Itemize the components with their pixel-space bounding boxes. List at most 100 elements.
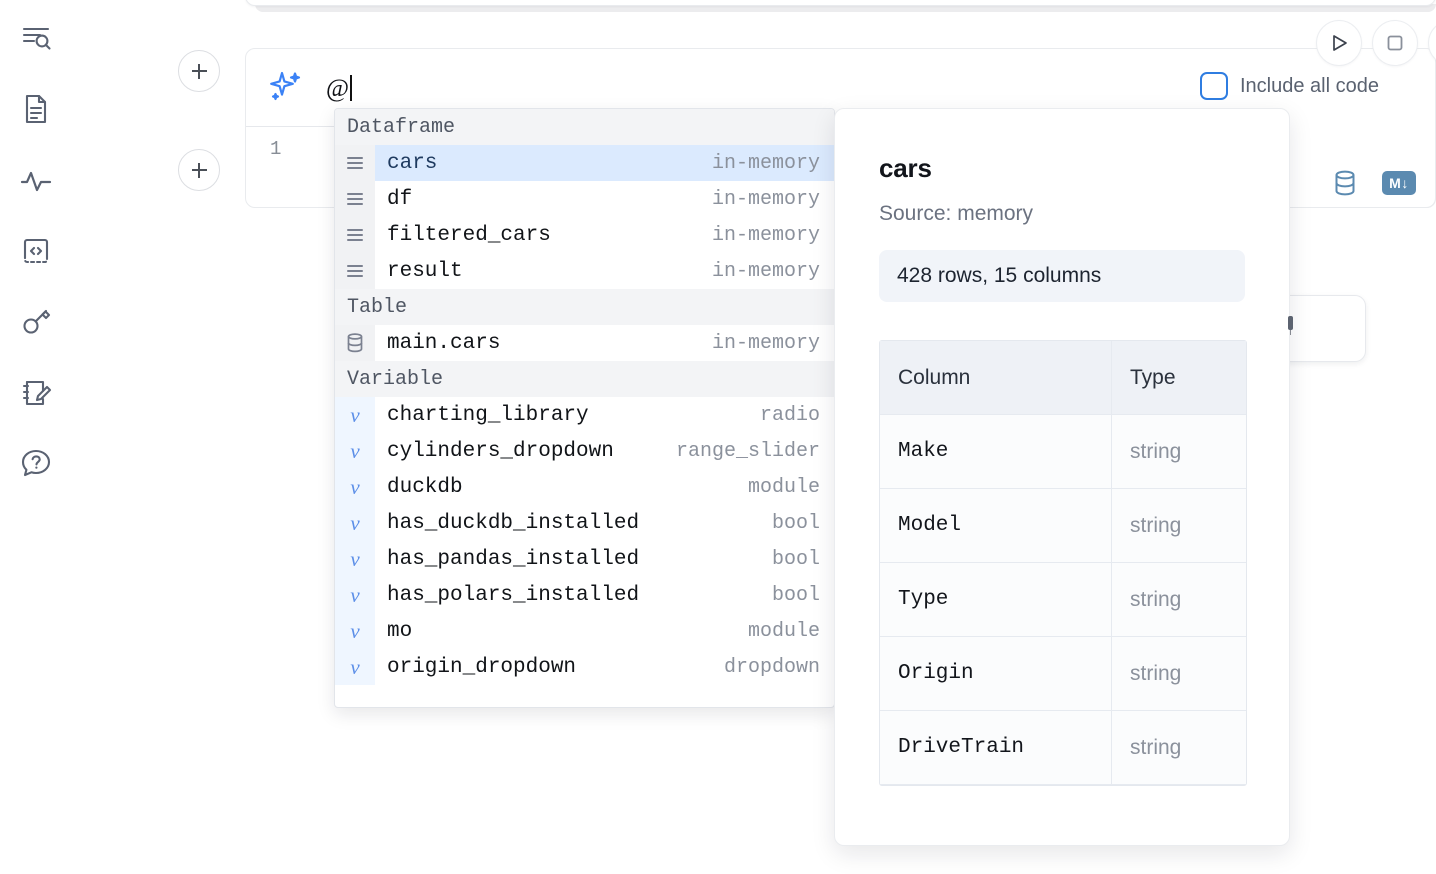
- dataframe-icon: [335, 145, 375, 181]
- previous-cell-shadow: [255, 4, 1436, 12]
- schema-column-type: string: [1112, 415, 1246, 489]
- table-icon: [335, 325, 375, 361]
- autocomplete-item-type: bool: [771, 511, 820, 535]
- autocomplete-item-type: radio: [759, 403, 820, 427]
- autocomplete-section-header: Variable: [335, 361, 834, 397]
- dataframe-icon: [335, 217, 375, 253]
- autocomplete-item-type: module: [747, 475, 820, 499]
- variable-icon: v: [335, 613, 375, 649]
- schema-column-header: Type: [1112, 341, 1246, 415]
- autocomplete-item-label: duckdb: [387, 475, 463, 499]
- include-all-code-control[interactable]: Include all code: [1200, 72, 1379, 100]
- cell-tools: M↓: [1330, 168, 1416, 198]
- variable-icon: v: [335, 397, 375, 433]
- autocomplete-item[interactable]: df in-memory: [335, 181, 834, 217]
- autocomplete-item[interactable]: v origin_dropdown dropdown: [335, 649, 834, 685]
- autocomplete-item-label: charting_library: [387, 403, 589, 427]
- autocomplete-item-label: origin_dropdown: [387, 655, 577, 679]
- activity-icon[interactable]: [12, 156, 60, 204]
- autocomplete-item-body: origin_dropdown dropdown: [375, 649, 834, 685]
- autocomplete-section-header: Table: [335, 289, 834, 325]
- snippets-icon[interactable]: [12, 227, 60, 275]
- autocomplete-item-body: filtered_cars in-memory: [375, 217, 834, 253]
- left-icon-rail: [0, 0, 72, 874]
- text-caret: [350, 74, 353, 101]
- detail-scrollbar-thumb[interactable]: [1288, 316, 1293, 330]
- schema-column-name: Model: [880, 489, 1112, 563]
- stop-button[interactable]: [1372, 20, 1418, 66]
- variable-icon: v: [335, 577, 375, 613]
- autocomplete-section-header: Dataframe: [335, 109, 834, 145]
- ai-prompt-input[interactable]: @: [326, 74, 353, 102]
- autocomplete-item-type: dropdown: [723, 655, 820, 679]
- scratchpad-icon[interactable]: [12, 369, 60, 417]
- help-icon[interactable]: [12, 440, 60, 488]
- autocomplete-item-label: filtered_cars: [387, 223, 551, 247]
- document-icon[interactable]: [12, 85, 60, 133]
- autocomplete-item-type: module: [747, 619, 820, 643]
- schema-column-name: Type: [880, 563, 1112, 637]
- autocomplete-item[interactable]: v has_pandas_installed bool: [335, 541, 834, 577]
- schema-column-name: DriveTrain: [880, 711, 1112, 785]
- ai-prompt-value: @: [326, 74, 350, 102]
- database-icon[interactable]: [1330, 168, 1360, 198]
- autocomplete-item[interactable]: filtered_cars in-memory: [335, 217, 834, 253]
- schema-column-header: Column: [880, 341, 1112, 415]
- explore-icon[interactable]: [12, 14, 60, 62]
- variable-icon: v: [335, 649, 375, 685]
- autocomplete-item-type: in-memory: [711, 331, 820, 355]
- autocomplete-item-label: result: [387, 259, 463, 283]
- variable-icon: v: [335, 433, 375, 469]
- add-cell-below-button[interactable]: [178, 149, 220, 191]
- variable-icon: v: [335, 505, 375, 541]
- autocomplete-item-body: has_pandas_installed bool: [375, 541, 834, 577]
- autocomplete-item-type: in-memory: [711, 187, 820, 211]
- schema-column-type: string: [1112, 637, 1246, 711]
- code-editor-row[interactable]: 1: [246, 128, 1171, 208]
- detail-title: cars: [879, 153, 932, 183]
- include-all-code-checkbox[interactable]: [1200, 72, 1228, 100]
- previous-cell[interactable]: [245, 0, 1436, 6]
- autocomplete-item-body: charting_library radio: [375, 397, 834, 433]
- run-button[interactable]: [1316, 20, 1362, 66]
- autocomplete-item[interactable]: v charting_library radio: [335, 397, 834, 433]
- add-cell-above-button[interactable]: [178, 50, 220, 92]
- autocomplete-item-label: has_pandas_installed: [387, 547, 640, 571]
- variable-icon: v: [335, 469, 375, 505]
- autocomplete-item[interactable]: cars in-memory: [335, 145, 834, 181]
- dataframe-icon: [335, 253, 375, 289]
- line-number: 1: [270, 138, 282, 160]
- schema-column-type: string: [1112, 711, 1246, 785]
- autocomplete-item-label: cars: [387, 151, 438, 175]
- variable-icon: v: [335, 541, 375, 577]
- sparkle-icon: [268, 67, 304, 108]
- autocomplete-item-type: in-memory: [711, 151, 820, 175]
- autocomplete-item-type: bool: [771, 547, 820, 571]
- autocomplete-item-type: in-memory: [711, 223, 820, 247]
- detail-source: Source: memory: [879, 202, 1034, 225]
- autocomplete-item-body: df in-memory: [375, 181, 834, 217]
- secrets-icon[interactable]: [12, 298, 60, 346]
- markdown-icon[interactable]: M↓: [1382, 171, 1416, 195]
- autocomplete-item-label: df: [387, 187, 413, 211]
- autocomplete-item-type: bool: [771, 583, 820, 607]
- autocomplete-item-type: range_slider: [675, 439, 820, 463]
- include-all-code-label: Include all code: [1240, 74, 1379, 97]
- detail-stats-badge: 428 rows, 15 columns: [879, 250, 1245, 302]
